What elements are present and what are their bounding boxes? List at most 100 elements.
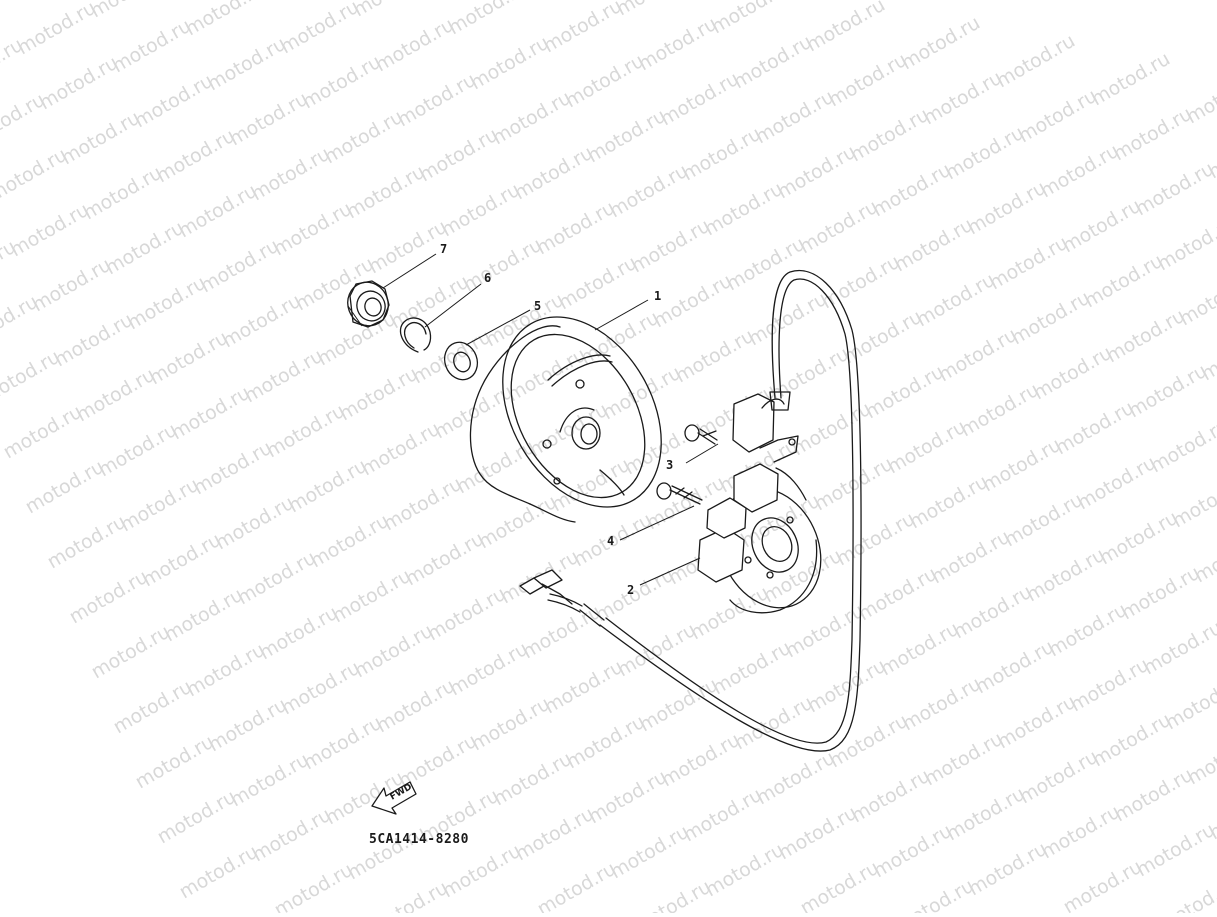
watermark-text: motod.ru — [942, 122, 1028, 185]
watermark-text: motod.ru — [797, 857, 883, 913]
watermark-text: motod.ru — [439, 840, 525, 903]
watermark-text: motod.ru — [0, 0, 78, 4]
watermark-text: motod.ru — [658, 729, 744, 792]
watermark-text: motod.ru — [811, 453, 897, 516]
watermark-text: motod.ru — [650, 270, 736, 333]
watermark-text: motod.ru — [964, 177, 1050, 240]
watermark-text: motod.ru — [402, 528, 488, 591]
watermark-text: motod.ru — [255, 0, 341, 3]
watermark-text: motod.ru — [1060, 856, 1146, 913]
watermark-text: motod.ru — [592, 564, 678, 627]
watermark-text: motod.ru — [511, 142, 597, 205]
watermark-text: motod.ru — [278, 657, 364, 720]
watermark-text: motod.ru — [445, 0, 531, 39]
watermark-text: motod.ru — [285, 455, 371, 518]
watermark-text: motod.ru — [372, 14, 458, 77]
watermark-text: motod.ru — [22, 456, 108, 519]
watermark-text: motod.ru — [0, 144, 71, 207]
watermark-text: motod.ru — [182, 0, 268, 40]
watermark-text: motod.ru — [708, 0, 794, 38]
watermark-text: motod.ru — [847, 104, 933, 167]
watermark-text: motod.ru — [730, 31, 816, 94]
watermark-text: motod.ru — [826, 710, 912, 773]
watermark-text: motod.ru — [723, 233, 809, 296]
watermark-text: motod.ru — [161, 584, 247, 647]
watermark-text: motod.ru — [935, 324, 1021, 387]
watermark-text: motod.ru — [584, 105, 670, 168]
watermark-text: motod.ru — [607, 821, 693, 884]
watermark-text: motod.ru — [36, 52, 122, 115]
watermark-text: motod.ru — [205, 694, 291, 757]
watermark-text: motod.ru — [300, 712, 386, 775]
watermark-text: motod.ru — [840, 306, 926, 369]
watermark-text: motod.ru — [197, 235, 283, 298]
watermark-text: motod.ru — [1155, 874, 1217, 913]
watermark-text: motod.ru — [526, 399, 612, 462]
watermark-text: motod.ru — [175, 180, 261, 243]
watermark-text: motod.ru — [416, 124, 502, 187]
watermark-text: motod.ru — [541, 656, 627, 719]
watermark-text: motod.ru — [1088, 48, 1174, 111]
watermark-text: motod.ru — [921, 728, 1007, 791]
watermark-text: motod.ru — [227, 749, 313, 812]
watermark-text: motod.ru — [183, 639, 269, 702]
watermark-text: motod.ru — [555, 252, 641, 315]
watermark-text: motod.ru — [110, 676, 196, 739]
watermark-text: motod.ru — [928, 526, 1014, 589]
watermark-text: motod.ru — [950, 581, 1036, 644]
watermark-text: motod.ru — [277, 0, 363, 58]
watermark-text: motod.ru — [14, 0, 100, 59]
watermark-text: motod.ru — [168, 382, 254, 445]
watermark-text: motod.ru — [131, 70, 217, 133]
watermark-text: motod.ru — [796, 196, 882, 259]
watermark-text: motod.ru — [1037, 140, 1123, 203]
watermark-text: motod.ru — [1045, 599, 1131, 662]
watermark-text: motod.ru — [58, 107, 144, 170]
watermark-text: motod.ru — [1132, 158, 1217, 221]
watermark-text: motod.ru — [1111, 764, 1197, 827]
watermark-text: motod.ru — [635, 13, 721, 76]
watermark-text: motod.ru — [672, 325, 758, 388]
watermark-text: motod.ru — [965, 838, 1051, 901]
watermark-text: motod.ru — [0, 89, 49, 152]
watermark-text: motod.ru — [51, 309, 137, 372]
watermark-text: motod.ru — [350, 0, 436, 21]
watermark-text: motod.ru — [212, 492, 298, 555]
callout-6: 6 — [484, 271, 491, 285]
watermark-text: motod.ru — [1096, 507, 1182, 570]
watermark-text: motod.ru — [1110, 103, 1196, 166]
watermark-text: motod.ru — [154, 786, 240, 849]
watermark-text: motod.ru — [774, 141, 860, 204]
watermark-text: motod.ru — [0, 346, 64, 409]
watermark-text: motod.ru — [701, 178, 787, 241]
watermark-text: motod.ru — [899, 673, 985, 736]
watermark-text: motod.ru — [518, 0, 604, 2]
watermark-text: motod.ru — [475, 491, 561, 554]
watermark-text: motod.ru — [979, 434, 1065, 497]
watermark-text: motod.ru — [263, 400, 349, 463]
watermark-text: motod.ru — [877, 618, 963, 681]
watermark-text: motod.ru — [88, 621, 174, 684]
watermark-text: motod.ru — [80, 162, 166, 225]
watermark-text: motod.ru — [818, 251, 904, 314]
callout-2: 2 — [627, 583, 634, 597]
watermark-text: motod.ru — [753, 747, 839, 810]
watermark-text: motod.ru — [409, 326, 495, 389]
watermark-text: motod.ru — [782, 600, 868, 663]
watermark-text: motod.ru — [468, 693, 554, 756]
watermark-text: motod.ru — [702, 839, 788, 902]
watermark-text: motod.ru — [745, 288, 831, 351]
watermark-text: motod.ru — [373, 675, 459, 738]
watermark-text: motod.ru — [534, 858, 620, 913]
watermark-text: motod.ru — [892, 875, 978, 913]
watermark-text: motod.ru — [139, 529, 225, 592]
watermark-text: motod.ru — [66, 566, 152, 629]
watermark-text: motod.ru — [248, 143, 334, 206]
watermark-text: motod.ru — [241, 345, 327, 408]
watermark-text: motod.ru — [709, 637, 795, 700]
watermark-text: motod.ru — [117, 474, 203, 537]
watermark-text: motod.ru — [226, 88, 312, 151]
watermark-text: motod.ru — [585, 766, 671, 829]
